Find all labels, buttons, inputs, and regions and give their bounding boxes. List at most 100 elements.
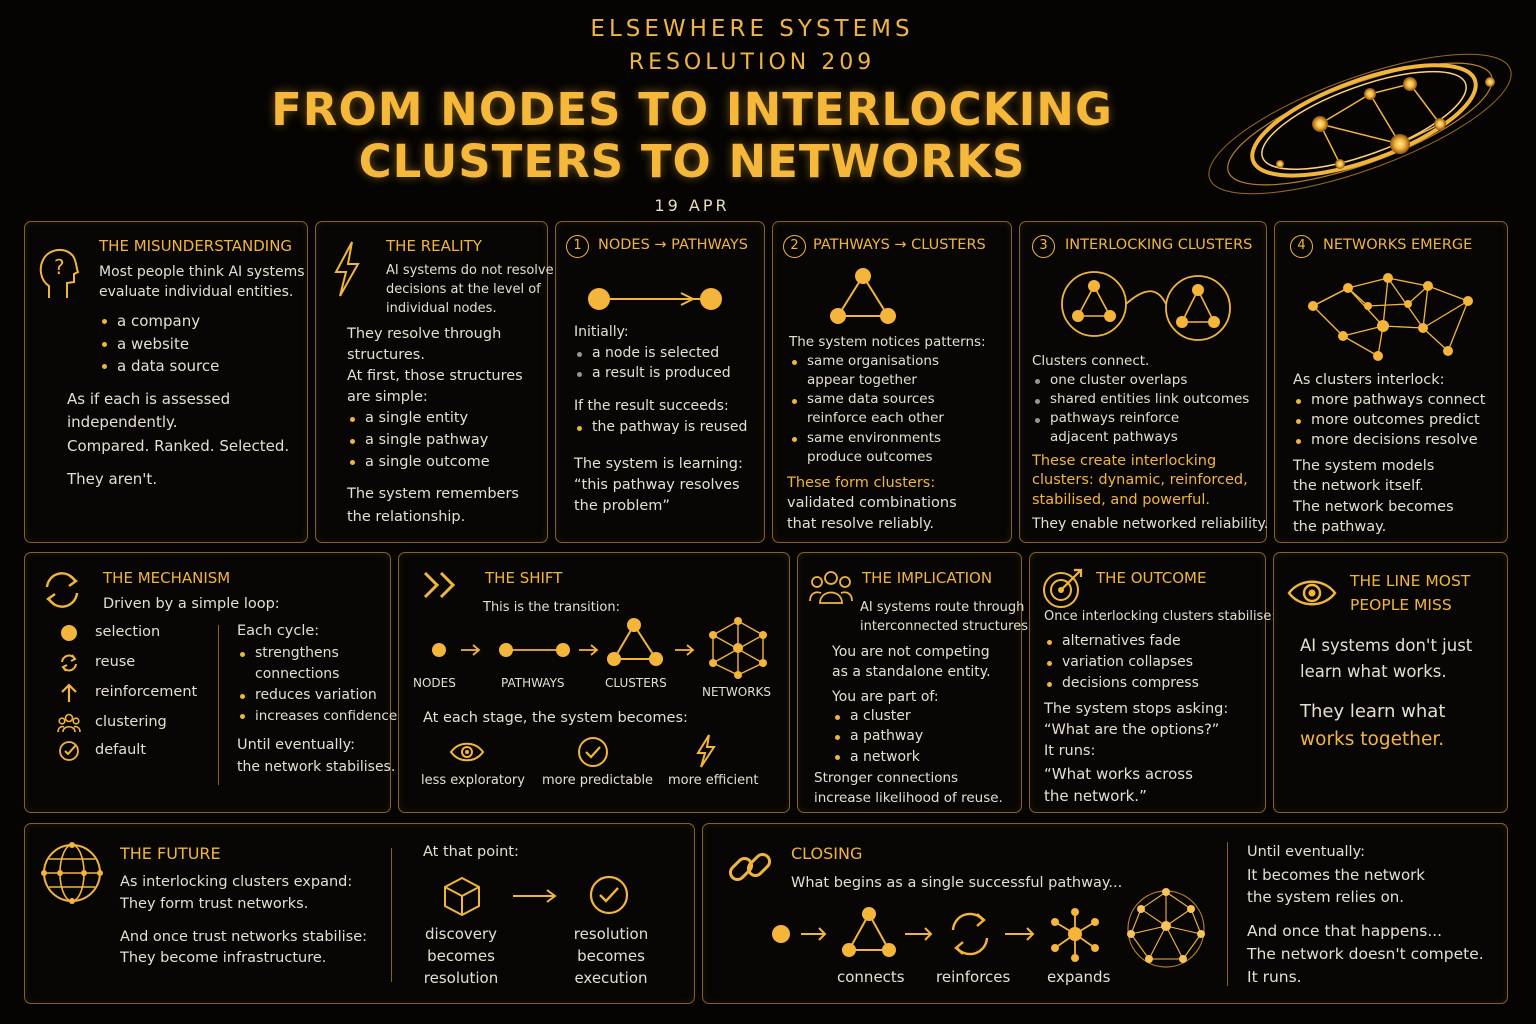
card-interlocking-clusters: 3 INTERLOCKING CLUSTERS Clusters connect… [1019, 221, 1268, 543]
body-line: the network.” [1044, 786, 1147, 805]
cycle-label: Each cycle: [237, 623, 320, 639]
system-asking-text: The system stops asking: “What are the o… [1044, 699, 1228, 808]
network-orbit-illustration [1208, 53, 1512, 195]
title-line: THE LINE MOST [1350, 572, 1471, 590]
step-label-reinforces: reinforces [936, 968, 1011, 986]
item-line: same data sources [807, 391, 935, 408]
clusters-conclusion: These form clusters: validated combinati… [787, 473, 957, 534]
reuse-arrows-icon [61, 654, 77, 672]
intro-line: individual nodes. [386, 300, 497, 316]
list-item: a result is produced [574, 363, 731, 383]
body-line: AI systems route through [860, 600, 1025, 615]
stage-text: At each stage, the system becomes: [423, 710, 688, 726]
body-line: The system stops asking: [1044, 701, 1229, 717]
intro-line: evaluate individual entities. [99, 284, 294, 301]
list-item: reduces variation [237, 685, 397, 706]
loop-arrows-icon [45, 572, 79, 608]
body-line: Until eventually: [237, 737, 355, 753]
body-line: validated combinations [787, 495, 957, 512]
label-line: becomes [427, 946, 495, 965]
loop-step-label: clustering [95, 714, 167, 730]
cube-icon [444, 876, 480, 917]
list-item: more decisions resolve [1293, 430, 1485, 450]
effect-label: more predictable [542, 773, 654, 788]
body-line: It runs. [1247, 968, 1302, 987]
list-item: alternatives fade [1044, 631, 1199, 652]
list-item: the pathway is reused [574, 417, 747, 437]
card-mechanism: THE MECHANISM Driven by a simple loop: s… [24, 552, 397, 813]
list-item: a website [99, 333, 219, 356]
card-networks-emerge: 4 NETWORKS EMERGE As clusters interlock:… [1274, 221, 1508, 543]
body-line: are simple: [347, 389, 428, 406]
list-item: a data source [99, 355, 219, 378]
network-illustration [1308, 273, 1473, 361]
triangle-cluster-illustration [830, 268, 896, 324]
closing-intro: What begins as a single successful pathw… [791, 875, 1123, 891]
card-future: THE FUTURE As interlocking clusters expa… [24, 823, 695, 1004]
stage-label-pathways: PATHWAYS [501, 676, 565, 690]
svg-text:?: ? [54, 255, 65, 279]
list-item: a single outcome [347, 452, 490, 474]
effect-label: more efficient [668, 773, 759, 788]
loop-step-label: reuse [95, 654, 136, 670]
check-circle-icon [589, 875, 629, 915]
item-line: connections [255, 666, 340, 682]
body-line: They become infrastructure. [120, 950, 327, 967]
body-line: structures. [347, 347, 425, 364]
body-line: “What works across [1044, 765, 1193, 784]
body-line: They form trust networks. [120, 895, 309, 912]
stabilise-label: Once interlocking clusters stabilise: [1044, 609, 1276, 624]
card-misunderstanding: ? THE MISUNDERSTANDING Most people think… [24, 221, 308, 543]
body-line: Compared. Ranked. Selected. [67, 436, 290, 455]
stage-label-nodes: NODES [413, 676, 456, 690]
step-label-expands: expands [1047, 968, 1111, 986]
list-item: a company [99, 310, 219, 333]
body-line: stabilised, and powerful. [1032, 491, 1210, 508]
step-number-badge: 2 [783, 235, 806, 258]
item-line: same environments [807, 429, 942, 446]
intro-line: Most people think AI systems [99, 264, 305, 280]
success-label: If the result succeeds: [574, 398, 729, 414]
card-reality: THE REALITY AI systems do not resolve de… [315, 221, 554, 543]
body-line: that resolve reliably. [787, 515, 935, 532]
page-title: FROM NODES TO INTERLOCKING CLUSTERS TO N… [100, 83, 1284, 188]
head-question-icon: ? [39, 248, 80, 298]
people-group-icon [809, 571, 853, 604]
date-label: 19 APR [654, 196, 730, 215]
success-list: the pathway is reused [574, 417, 747, 437]
org-name: ELSEWHERE SYSTEMS [590, 16, 914, 42]
structure-list: a single entity a single pathway a singl… [347, 408, 490, 473]
body-line: They learn what [1300, 701, 1446, 723]
resolution-execution-label: resolution becomes execution [561, 924, 661, 989]
card-line-most-people-miss: THE LINE MOST PEOPLE MISS AI systems don… [1273, 552, 1508, 813]
list-item: more outcomes predict [1293, 410, 1485, 430]
body-line: They resolve through [347, 326, 502, 342]
body-line: Until eventually: [1247, 844, 1365, 860]
divider [218, 625, 219, 785]
network-conclusion: The system models the network itself. Th… [1293, 456, 1454, 537]
item-line: produce outcomes [807, 448, 933, 465]
card-title: THE OUTCOME [1096, 569, 1207, 587]
card-body: As if each is assessed independently. Co… [67, 388, 289, 491]
body-line: the system relies on. [1247, 888, 1405, 907]
body-line: independently. [67, 413, 178, 432]
learning-text: The system is learning: “this pathway re… [574, 454, 743, 517]
card-title: INTERLOCKING CLUSTERS [1065, 237, 1253, 253]
connect-list: one cluster overlaps shared entities lin… [1032, 371, 1249, 448]
target-arrow-icon [1043, 568, 1083, 608]
body-line: learn what works. [1300, 661, 1447, 681]
patterns-label: The system notices patterns: [789, 334, 986, 350]
loop-step-label: selection [95, 624, 161, 640]
initially-label: Initially: [574, 324, 629, 340]
resolution-number: RESOLUTION 209 [628, 50, 876, 75]
card-title: NODES → PATHWAYS [598, 237, 748, 253]
lightning-icon [696, 734, 716, 768]
list-item: a cluster [832, 706, 923, 726]
card-title: NETWORKS EMERGE [1323, 237, 1473, 253]
body-line: “this pathway resolves [574, 477, 740, 494]
list-item: variation collapses [1044, 652, 1199, 673]
title-line-1: FROM NODES TO INTERLOCKING [271, 83, 1113, 136]
